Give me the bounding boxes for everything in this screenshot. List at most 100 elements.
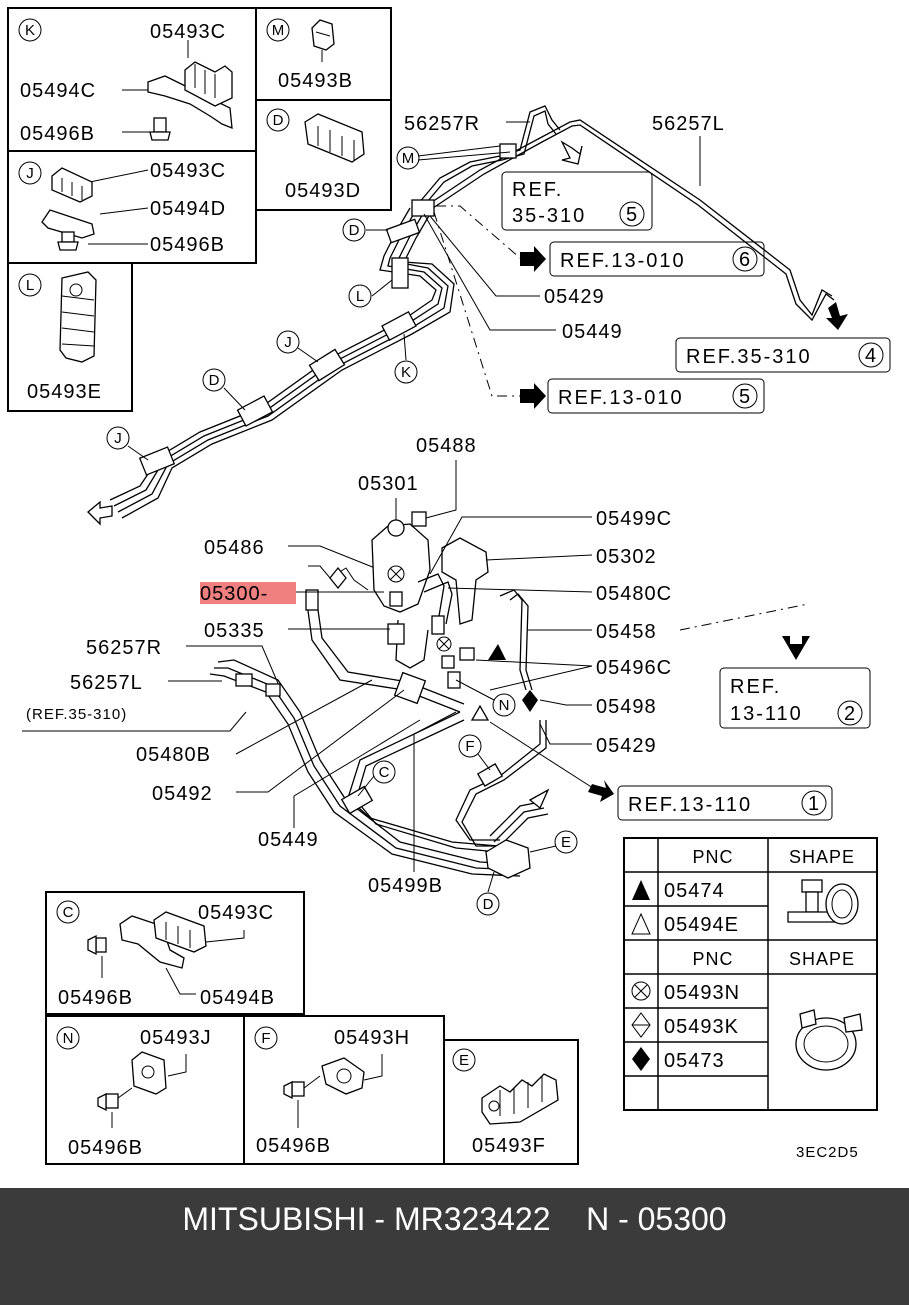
callout-c-main: C [379,764,390,781]
label-05493c-j: 05493C [150,160,226,182]
clip-05493f-drawing [481,1073,559,1125]
callout-f-main: F [465,738,474,755]
label-05492: 05492 [152,783,213,805]
label-05498: 05498 [596,696,657,718]
ref-box-35-310-5: REF. 35-310 5 [501,140,653,231]
detail-box-l: L 05493E [7,262,133,412]
callout-d-top: D [273,112,284,129]
proportioning-valve-assembly: 05488 05301 05486 [204,435,538,721]
ref-box-13-010-6: REF.13-010 6 [520,241,765,277]
legend-row-05473: 05473 [664,1050,725,1072]
label-05302: 05302 [596,546,657,568]
outline-triangle-icon [631,912,651,935]
label-05429-top: 05429 [544,286,605,308]
label-05335: 05335 [204,620,265,642]
clip-05493e-drawing [59,271,97,363]
label-05480b: 05480B [136,744,211,766]
svg-text:13-110: 13-110 [730,703,803,725]
detail-box-f: F 05493H 05496B [243,1015,445,1165]
label-05486: 05486 [204,537,265,559]
svg-text:REF.13-010: REF.13-010 [560,250,686,272]
label-05496b-f: 05496B [256,1135,331,1157]
svg-text:35-310: 35-310 [512,205,586,227]
callout-c: C [63,904,74,921]
callout-n: N [63,1030,74,1047]
svg-text:5: 5 [739,386,751,408]
label-56257l-top: 56257L [652,113,725,135]
figure-code: 3EC2D5 [796,1144,859,1161]
legend-row-05494e: 05494E [664,914,739,936]
bracket-05302-drawing [441,537,489,625]
svg-text:5: 5 [626,204,638,226]
label-05496c: 05496C [596,657,672,679]
flow-arrow-in [87,500,113,526]
callout-m: M [272,22,285,39]
footer-separator: - [365,1201,394,1237]
callout-m-main: M [402,150,415,167]
ref-box-13-010-5: REF.13-010 5 [520,378,765,414]
label-56257l-lower: 56257L [70,672,143,694]
callout-k: K [25,22,35,39]
legend-row-05493n: 05493N [664,982,740,1004]
label-56257r-lower: 56257R [86,637,162,659]
legend-shape-header-1: SHAPE [789,847,855,867]
svg-text:1: 1 [808,793,820,815]
callout-j-main2: J [114,430,122,447]
label-05480c: 05480C [596,583,672,605]
label-05493f: 05493F [472,1135,546,1157]
label-05496b-k: 05496B [20,123,95,145]
label-05493e: 05493E [27,381,102,403]
detail-box-n: N 05493J 05496B [45,1015,245,1165]
clip-05493d-drawing [304,113,365,163]
svg-text:REF.35-310: REF.35-310 [686,346,812,368]
svg-text:REF.: REF. [730,676,781,698]
legend-row-05474: 05474 [664,880,725,902]
filled-triangle-icon [632,880,650,900]
parts-diagram: K 05493C 05494C 05496B M 05493B D 05493D [7,7,891,1165]
detail-box-e: E 05493F [443,1039,579,1165]
hose-clamp-shape-drawing [795,1009,863,1071]
clip-05493h-drawing [321,1057,365,1095]
callout-e: E [459,1052,469,1069]
product-footer-bar: MITSUBISHI - MR323422 N - 05300 [0,1188,909,1305]
filled-diamond-icon [632,1047,650,1071]
label-05493b: 05493B [278,70,353,92]
label-05493j: 05493J [140,1027,212,1049]
footer-part-number: MR323422 [393,1201,551,1237]
label-05494b: 05494B [200,987,275,1009]
label-05449-lower: 05449 [258,829,319,851]
label-05488: 05488 [416,435,477,457]
label-05496b-n: 05496B [68,1137,143,1159]
detail-box-c: C 05493C 05496B 05494B [45,891,305,1015]
footer-diagram-code: N - 05300 [586,1201,727,1237]
label-05494c: 05494C [20,80,96,102]
footer-brand: MITSUBISHI [182,1201,366,1237]
label-05449-top: 05449 [562,321,623,343]
callout-j-main1: J [284,334,292,351]
label-05493c-c: 05493C [198,902,274,924]
ref-box-13-110-1: REF.13-110 1 [489,721,833,821]
callout-k-main: K [401,364,411,381]
legend-shape-header-2: SHAPE [789,949,855,969]
label-05496b-c: 05496B [58,987,133,1009]
clip-05493b-drawing [311,19,335,51]
callout-j: J [26,165,34,182]
top-pipe-assembly: M D L J K D J 56257R 56257L 05429 05449 [87,105,835,526]
label-05494d: 05494D [150,198,226,220]
label-05499c: 05499C [596,508,672,530]
label-05493c-k: 05493C [150,21,226,43]
label-56257r-top: 56257R [404,113,480,135]
callout-l-main: L [356,288,364,305]
callout-d-main1: D [349,222,360,239]
ref-box-13-110-2: REF. 13-110 2 [719,667,871,729]
label-05496b-j: 05496B [150,234,225,256]
svg-text:2: 2 [844,703,856,725]
ref-box-35-310-4: REF.35-310 4 [675,302,891,373]
label-05493d: 05493D [285,180,361,202]
svg-text:4: 4 [865,345,877,367]
footer-gap [551,1201,587,1237]
callout-d-main3: D [483,896,494,913]
bracket-clamp-drawing [147,61,233,141]
svg-text:REF.: REF. [512,179,563,201]
label-05429-mid: 05429 [596,735,657,757]
